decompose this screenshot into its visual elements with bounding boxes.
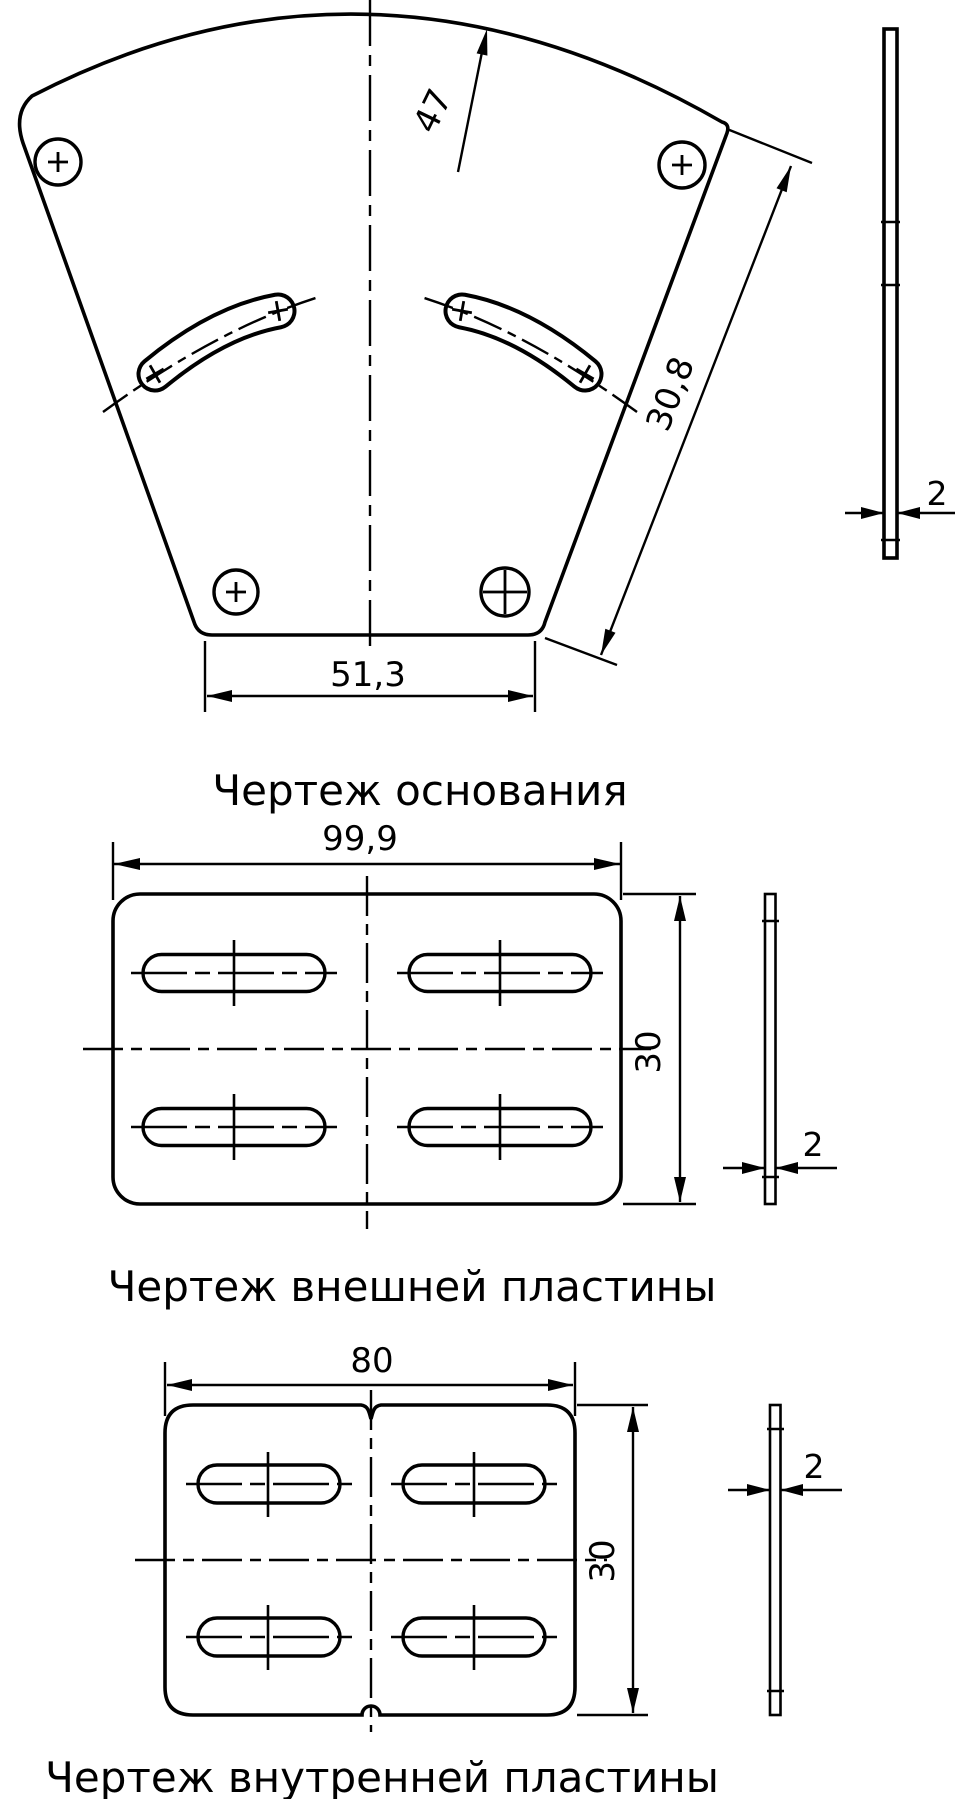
dim-outer-height-label: 30 — [629, 1030, 669, 1073]
dim-outer-thickness-arrow-left — [742, 1162, 765, 1174]
dim-base-width-label: 51,3 — [330, 655, 406, 695]
dim-inner-thickness-label: 2 — [804, 1447, 825, 1486]
dim-outer-width-arrow-left — [114, 858, 140, 870]
dim-inner-thickness-arrow-right — [780, 1484, 803, 1496]
dim-edge: 30,8 — [544, 127, 813, 667]
dim-inner-width-arrow-right — [548, 1379, 573, 1391]
hole-cross-bottom-right — [483, 570, 527, 614]
dim-inner-height-label: 30 — [583, 1539, 623, 1582]
slot-right-end-cross-1 — [575, 364, 595, 384]
dim-outer-height-arrow-top — [674, 896, 686, 921]
base-drawing-view: 47 30,8 51,3 2 Чертеж осно — [17, 0, 955, 815]
inner-plate-title: Чертеж внутренней пластины — [45, 1753, 719, 1799]
dim-edge-label: 30,8 — [638, 352, 702, 437]
dim-inner-width-arrow-left — [167, 1379, 192, 1391]
outer-plate-side-view: 2 — [723, 892, 837, 1206]
dim-inner-width-label: 80 — [350, 1341, 393, 1381]
dim-inner-height: 30 — [577, 1403, 648, 1717]
inner-plate-side-view: 2 — [728, 1403, 842, 1717]
dim-base-thickness-arrow-left — [861, 507, 884, 519]
curved-slot-left-inner — [140, 296, 293, 389]
dim-outer-height-ext — [623, 892, 696, 1206]
dim-base-width-arrow-right — [508, 690, 533, 702]
dim-inner-width-ext — [163, 1362, 577, 1416]
dim-outer-thickness-arrow-right — [775, 1162, 798, 1174]
dim-arc-radius-label: 47 — [406, 83, 461, 139]
dim-edge-arrow-top — [776, 166, 791, 193]
slot-left-end-cross-2 — [267, 300, 289, 322]
curved-slot-right-centerline — [417, 294, 638, 413]
slot-right-end-cross-2 — [451, 300, 473, 322]
dim-outer-height-arrow-bottom — [674, 1177, 686, 1202]
dim-base-width: 51,3 — [203, 641, 537, 712]
dim-inner-height-ext — [577, 1403, 648, 1717]
base-side-view-ticks — [881, 220, 900, 542]
dim-outer-width-label: 99,9 — [322, 819, 398, 859]
dim-base-thickness-label: 2 — [927, 474, 948, 513]
base-drawing-title: Чертеж основания — [212, 766, 627, 815]
dim-outer-width-ext — [111, 842, 623, 900]
dim-edge-ext-bottom — [544, 636, 618, 667]
dim-base-thickness-arrow-right — [897, 507, 920, 519]
dim-inner-width: 80 — [163, 1341, 577, 1416]
dim-inner-height-arrow-bottom — [627, 1688, 639, 1713]
hole-cross-top-right — [672, 155, 692, 175]
base-outline — [17, 12, 730, 637]
dim-edge-arrow-bottom — [601, 628, 616, 655]
outer-plate-side-ticks — [762, 919, 779, 1179]
curved-slot-left-centerline — [102, 294, 323, 413]
curved-slot-right-inner — [447, 296, 600, 389]
outer-plate-side-outline — [763, 892, 777, 1206]
outer-plate-title: Чертеж внешней пластины — [108, 1262, 717, 1311]
dim-arc-radius-leader — [456, 46, 485, 173]
outer-plate-view: 99,9 30 — [83, 819, 837, 1311]
inner-plate-side-ticks — [767, 1427, 784, 1693]
dim-outer-width-arrow-right — [594, 858, 620, 870]
dim-inner-height-arrow-top — [627, 1407, 639, 1432]
hole-cross-bottom-left — [226, 582, 246, 602]
base-side-view-outline — [882, 27, 899, 560]
base-side-view: 2 — [845, 27, 955, 560]
dim-inner-thickness-arrow-left — [747, 1484, 770, 1496]
slot-left-end-cross-1 — [145, 364, 165, 384]
dim-arc-radius: 47 — [406, 29, 488, 173]
inner-plate-side-outline — [768, 1403, 782, 1717]
dim-outer-height: 30 — [623, 892, 696, 1206]
dim-edge-line — [599, 165, 793, 656]
dim-base-width-ext — [203, 641, 537, 712]
dim-base-width-arrow-left — [207, 690, 232, 702]
hole-cross-top-left — [48, 152, 68, 172]
dim-edge-ext-top — [726, 127, 813, 165]
dim-arc-radius-arrowhead — [476, 29, 488, 56]
dim-outer-width: 99,9 — [111, 819, 623, 900]
inner-plate-view: 80 30 — [45, 1341, 842, 1799]
dim-outer-thickness-label: 2 — [803, 1125, 824, 1164]
